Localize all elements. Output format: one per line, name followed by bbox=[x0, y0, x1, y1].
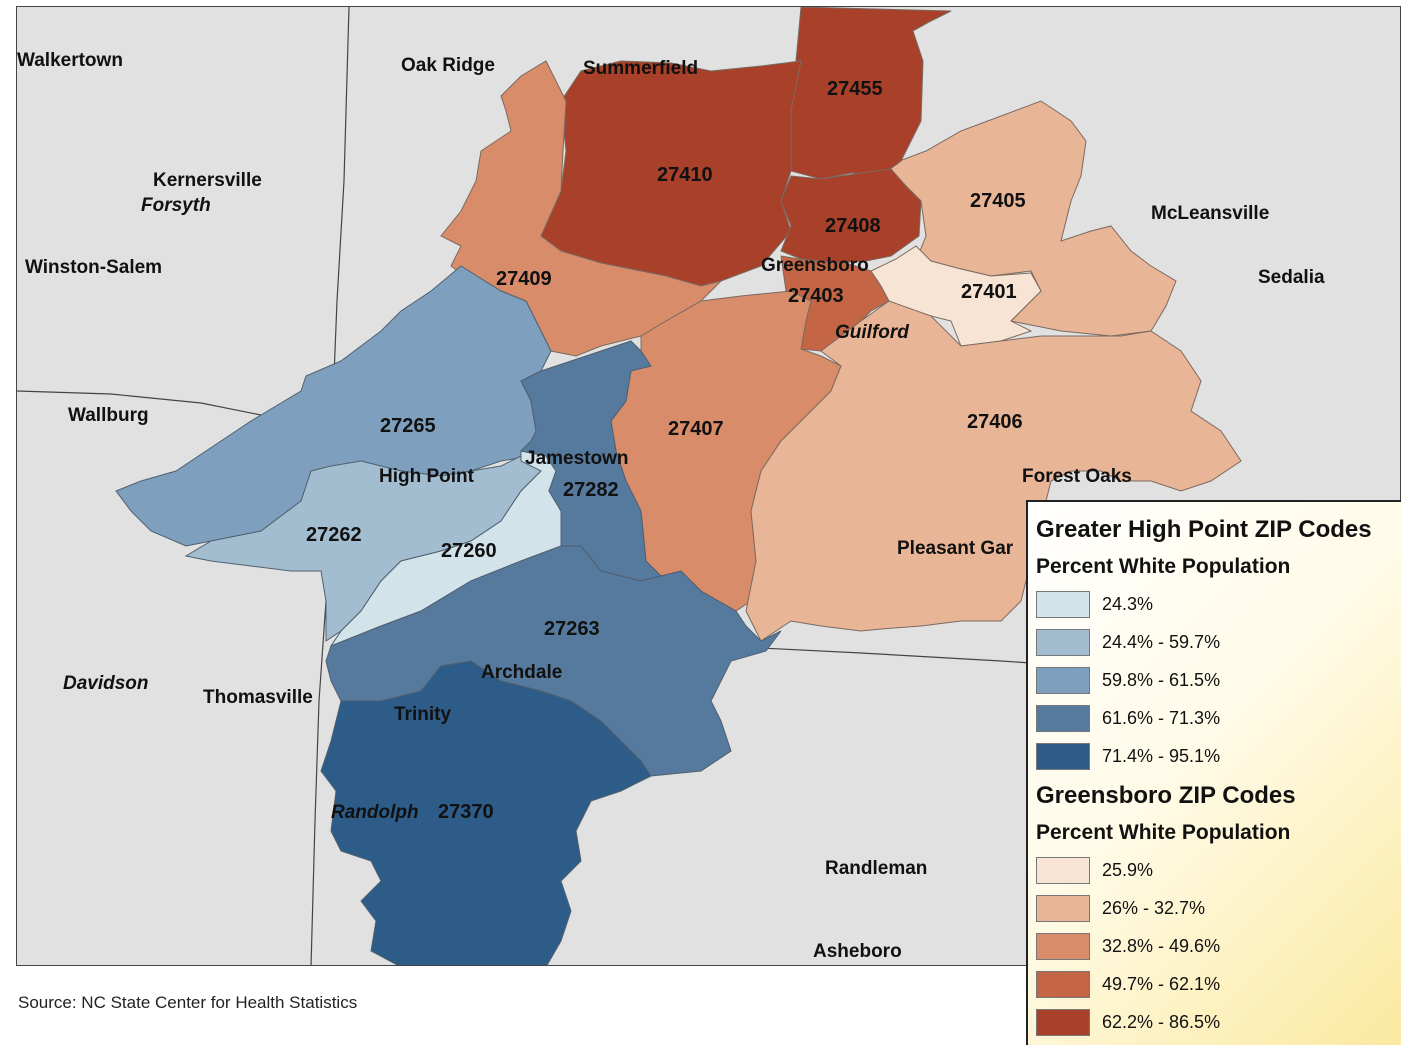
zip-region-27408 bbox=[780, 168, 922, 264]
zip-region-27406 bbox=[745, 300, 1242, 642]
label-forest-oaks: Forest Oaks bbox=[1022, 466, 1132, 487]
legend-item-gb-2: 26% - 32.7% bbox=[1036, 895, 1396, 925]
zip-label-27406: 27406 bbox=[967, 411, 1023, 433]
map-frame: Walkertown Oak Ridge Summerfield Kerners… bbox=[16, 6, 1401, 966]
zip-label-27370: 27370 bbox=[438, 801, 494, 823]
legend-label: 59.8% - 61.5% bbox=[1102, 670, 1221, 690]
legend-swatch bbox=[1036, 591, 1090, 618]
county-line-davidson-randolph bbox=[310, 600, 327, 965]
label-kernersville: Kernersville bbox=[153, 170, 262, 191]
label-randolph-county: Randolph bbox=[331, 802, 419, 823]
label-high-point: High Point bbox=[379, 466, 475, 487]
label-jamestown: Jamestown bbox=[525, 448, 628, 469]
zip-label-27282: 27282 bbox=[563, 479, 619, 501]
zip-label-27409: 27409 bbox=[496, 268, 552, 290]
legend-item-gb-4: 49.7% - 62.1% bbox=[1036, 971, 1396, 1001]
greensboro-zips bbox=[440, 7, 1242, 642]
zip-label-27403: 27403 bbox=[788, 285, 844, 307]
zip-label-27401: 27401 bbox=[961, 281, 1017, 303]
legend-label: 71.4% - 95.1% bbox=[1102, 746, 1221, 766]
label-summerfield: Summerfield bbox=[583, 58, 698, 79]
label-asheboro: Asheboro bbox=[813, 941, 902, 962]
place-labels: Walkertown Oak Ridge Summerfield Kerners… bbox=[17, 50, 1325, 962]
legend-swatch bbox=[1036, 705, 1090, 732]
legend-item-hp-4: 61.6% - 71.3% bbox=[1036, 705, 1396, 735]
zip-label-27408: 27408 bbox=[825, 215, 881, 237]
legend-item-hp-1: 24.3% bbox=[1036, 591, 1396, 621]
label-guilford-county: Guilford bbox=[835, 322, 909, 343]
label-sedalia: Sedalia bbox=[1258, 267, 1325, 288]
label-walkertown: Walkertown bbox=[17, 50, 123, 71]
label-trinity: Trinity bbox=[394, 704, 451, 725]
legend-label: 25.9% bbox=[1102, 860, 1154, 880]
zip-label-27263: 27263 bbox=[544, 618, 600, 640]
legend-item-hp-2: 24.4% - 59.7% bbox=[1036, 629, 1396, 659]
label-archdale: Archdale bbox=[481, 662, 562, 683]
label-winston-salem: Winston-Salem bbox=[25, 257, 162, 278]
label-greensboro: Greensboro bbox=[761, 255, 869, 276]
legend-swatch bbox=[1036, 971, 1090, 998]
legend-item-gb-3: 32.8% - 49.6% bbox=[1036, 933, 1396, 963]
zip-label-27260: 27260 bbox=[441, 540, 497, 562]
map-legend: Greater High Point ZIP Codes Percent Whi… bbox=[1026, 500, 1401, 1045]
legend-swatch bbox=[1036, 743, 1090, 770]
legend-item-gb-1: 25.9% bbox=[1036, 857, 1396, 887]
legend-swatch bbox=[1036, 857, 1090, 884]
zip-label-27455: 27455 bbox=[827, 78, 883, 100]
zip-region-27370 bbox=[320, 660, 652, 965]
legend-swatch bbox=[1036, 667, 1090, 694]
zip-label-27262: 27262 bbox=[306, 524, 362, 546]
legend-label: 26% - 32.7% bbox=[1102, 898, 1206, 918]
label-randleman: Randleman bbox=[825, 858, 927, 879]
zip-label-27405: 27405 bbox=[970, 190, 1026, 212]
zip-label-27407: 27407 bbox=[668, 418, 724, 440]
legend-label: 32.8% - 49.6% bbox=[1102, 936, 1221, 956]
label-davidson-county: Davidson bbox=[63, 673, 149, 694]
label-thomasville: Thomasville bbox=[203, 687, 313, 708]
legend-title-high-point: Greater High Point ZIP Codes bbox=[1036, 516, 1372, 543]
legend-label: 24.3% bbox=[1102, 594, 1154, 614]
label-pleasant-garden: Pleasant Gar bbox=[897, 538, 1014, 559]
label-wallburg: Wallburg bbox=[68, 405, 149, 426]
legend-label: 62.2% - 86.5% bbox=[1102, 1012, 1221, 1032]
high-point-zips bbox=[115, 265, 782, 965]
label-oak-ridge: Oak Ridge bbox=[401, 55, 495, 76]
zip-label-27410: 27410 bbox=[657, 164, 713, 186]
choropleth-map: Walkertown Oak Ridge Summerfield Kerners… bbox=[17, 7, 1400, 965]
legend-swatch bbox=[1036, 895, 1090, 922]
legend-label: 49.7% - 62.1% bbox=[1102, 974, 1221, 994]
legend-subtitle-high-point: Percent White Population bbox=[1036, 555, 1291, 578]
legend-label: 24.4% - 59.7% bbox=[1102, 632, 1221, 652]
legend-item-hp-3: 59.8% - 61.5% bbox=[1036, 667, 1396, 697]
label-mcleansville: McLeansville bbox=[1151, 203, 1269, 224]
county-line-guilford-randolph bbox=[720, 645, 1032, 664]
legend-subtitle-greensboro: Percent White Population bbox=[1036, 821, 1291, 844]
legend-swatch bbox=[1036, 1009, 1090, 1036]
legend-label: 61.6% - 71.3% bbox=[1102, 708, 1221, 728]
label-forsyth-county: Forsyth bbox=[141, 195, 211, 216]
legend-swatch bbox=[1036, 933, 1090, 960]
legend-swatch bbox=[1036, 629, 1090, 656]
zip-label-27265: 27265 bbox=[380, 415, 436, 437]
source-note: Source: NC State Center for Health Stati… bbox=[18, 993, 358, 1012]
zip-labels: 27455 27410 27408 27405 27409 27403 2740… bbox=[306, 78, 1026, 823]
legend-title-greensboro: Greensboro ZIP Codes bbox=[1036, 782, 1296, 809]
legend-item-gb-5: 62.2% - 86.5% bbox=[1036, 1009, 1396, 1039]
legend-item-hp-5: 71.4% - 95.1% bbox=[1036, 743, 1396, 773]
